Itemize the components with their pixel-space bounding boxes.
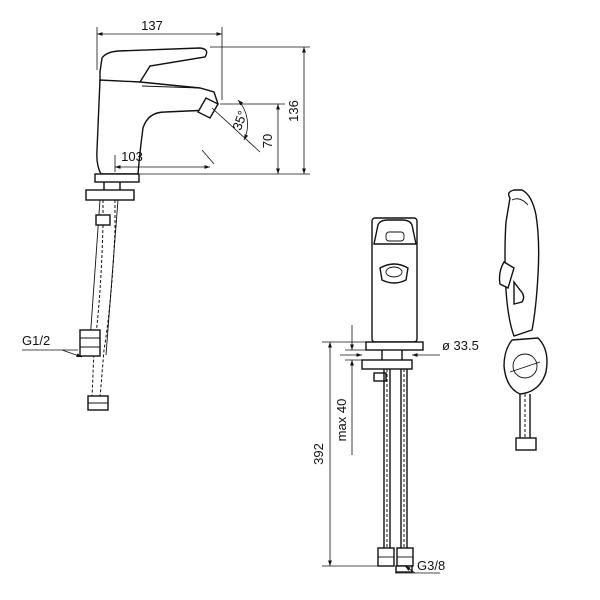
hand-shower-head [504,189,540,337]
shower-hose-nut [515,437,537,451]
front-clip [373,372,387,382]
front-mounting-plate [361,359,413,370]
hose-nut-upper [79,329,101,357]
dim-width-total: 137 [141,18,163,33]
hand-shower-view [498,189,548,451]
lever-handle [99,47,208,86]
dim-lever-angle: 35° [229,109,250,133]
faucet-body [96,79,219,175]
dim-spout-height: 70 [260,134,275,148]
mounting-plate [85,189,135,201]
aerator [197,97,219,119]
supply-hose-right [99,200,116,399]
faucet-front-view: 392 max 40 ø 33.5 G3/8 [311,217,479,574]
dim-hole-diameter: ø 33.5 [442,338,479,353]
dim-supply-length: 392 [311,443,326,465]
dim-spout-reach: 103 [121,149,143,164]
faucet-side-view: 137 136 70 103 35° G1/2 [22,18,310,411]
front-nut-cap [395,565,413,573]
front-base [365,341,424,351]
hand-shower-hook [513,279,525,305]
dim-deck-thickness: max 40 [334,399,349,442]
hand-shower-button [498,261,515,289]
faucet-base [94,173,140,183]
label-hose-thread: G1/2 [22,333,50,348]
hose-clip [95,214,111,226]
label-connection-thread: G3/8 [417,558,445,573]
dim-height-total: 136 [286,100,301,122]
front-aerator [379,263,409,284]
shower-holder [503,337,548,395]
